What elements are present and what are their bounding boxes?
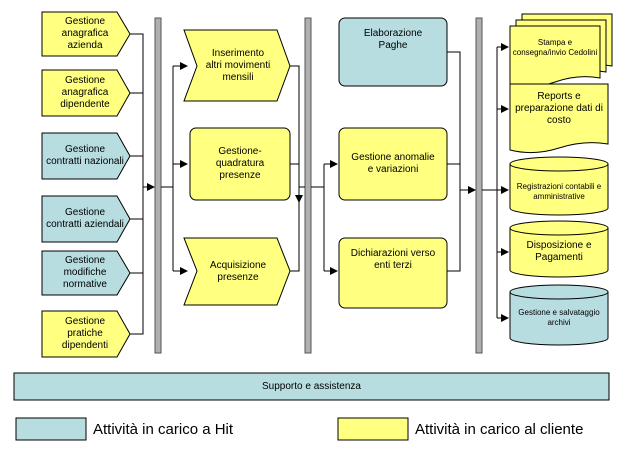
legend-label-hit: Attività in carico a Hit	[93, 421, 234, 438]
output-shape-top	[509, 284, 609, 300]
divider-bar-1	[154, 17, 162, 354]
processing-shape	[338, 17, 448, 87]
input-shape	[41, 250, 131, 296]
legend-label-client: Attività in carico al cliente	[415, 421, 584, 438]
output-cylinder	[509, 220, 609, 278]
collection-connectors	[161, 62, 305, 275]
processing-label: Dichiarazioni verso enti terzi	[350, 248, 436, 271]
divider-bar-2	[304, 17, 312, 354]
collection-label: Inserimento altri movimenti mensili	[205, 47, 271, 83]
input-label: Gestione pratiche dipendenti	[61, 316, 109, 351]
output-label: Disposizione e Pagamenti	[526, 240, 592, 263]
divider-bar-3	[475, 17, 483, 354]
legend-swatch-hit	[15, 417, 87, 441]
input-shape	[41, 310, 131, 358]
input-shape	[41, 11, 131, 57]
output-shape	[509, 227, 609, 278]
output-label: Gestione e salvataggio archivi	[518, 308, 600, 327]
output-label: Registrazioni contabili e amministrative	[516, 182, 602, 201]
input-label: Gestione contratti aziendali	[46, 207, 124, 230]
collection-label: Acquisizione presenze	[209, 259, 267, 283]
processing-shape	[338, 237, 448, 309]
input-shapes	[41, 11, 131, 358]
output-multidoc	[509, 13, 613, 88]
legend-swatch-client	[337, 417, 409, 441]
input-shape	[41, 69, 131, 117]
input-label: Gestione anagrafica azienda	[61, 16, 109, 51]
processing-shape	[338, 127, 448, 201]
input-label: Gestione anagrafica dipendente	[60, 75, 110, 110]
collection-label: Gestione-quadratura presenze	[215, 146, 265, 181]
input-shape	[41, 132, 131, 180]
output-label: Reports e preparazione dati di costo	[515, 91, 603, 126]
output-cylinder	[509, 156, 609, 216]
output-cylinder	[509, 284, 609, 346]
support-label: Supporto e assistenza	[262, 380, 361, 392]
processing-connectors	[311, 51, 476, 275]
output-connectors	[482, 43, 509, 322]
input-shape	[41, 195, 131, 243]
collection-shape	[183, 29, 291, 102]
output-shape	[509, 291, 609, 346]
collection-shape	[189, 127, 291, 201]
output-label: Stampa e consegna/invio Cedolini	[512, 38, 598, 57]
input-connectors	[130, 33, 155, 335]
support-bar	[13, 372, 610, 401]
input-label: Gestione contratti nazionali	[46, 144, 124, 167]
output-shape-top	[509, 220, 609, 236]
collection-shape	[183, 237, 291, 306]
processing-label: Gestione anomalie e variazioni	[351, 152, 435, 175]
output-shape	[509, 83, 609, 154]
output-shape	[509, 163, 609, 216]
input-label: Gestione modifiche normative	[63, 255, 107, 290]
processing-label: Elaborazione Paghe	[363, 28, 423, 51]
output-shape-top	[509, 156, 609, 172]
